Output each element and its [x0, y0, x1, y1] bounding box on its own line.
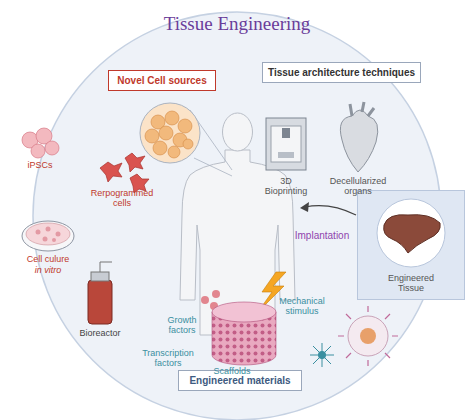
part-label: Growth factors [159, 315, 205, 336]
panel-label: Engineered Tissue [376, 273, 446, 294]
section-box: Tissue architecture techniques [262, 62, 421, 83]
part-label: in vitro [18, 265, 78, 275]
section-title: Novel Cell sources [114, 75, 210, 86]
part-label: Cell culure [18, 254, 78, 264]
part-label: Scaffolds [207, 366, 257, 376]
part-label: Implantation [292, 230, 352, 242]
liver-icon [358, 195, 464, 271]
part-label: Transcription factors [136, 348, 200, 369]
part-label: Rerpogrammed cells [87, 188, 157, 209]
section-title: Tissue architecture techniques [268, 67, 415, 78]
section-box: Novel Cell sources [108, 70, 216, 91]
part-label: iPSCs [15, 160, 65, 170]
part-label: Bioreactor [70, 328, 130, 338]
part-label: Mechanical stimulus [274, 296, 330, 317]
tissue-panel: Engineered Tissue [357, 190, 465, 300]
part-label: 3D Bioprinting [258, 176, 314, 197]
section-title: Engineered materials [184, 375, 296, 386]
title: Tissue Engineering [137, 14, 337, 35]
part-label: Decellularized organs [325, 176, 391, 197]
